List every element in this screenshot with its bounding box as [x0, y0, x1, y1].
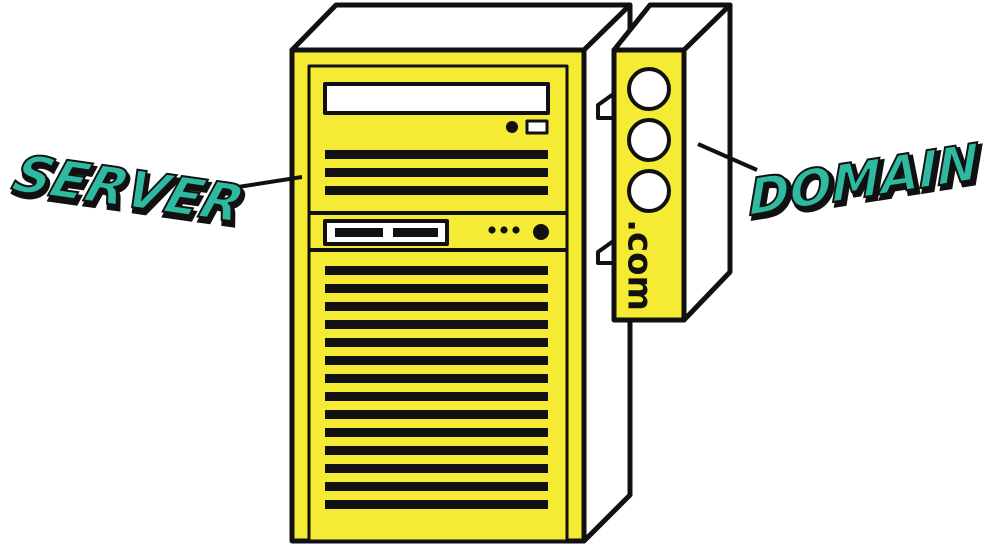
power-led — [506, 121, 518, 133]
vent-slat — [325, 356, 548, 365]
vent-slat — [325, 482, 548, 491]
drive-bay-card — [323, 219, 449, 246]
vent-slat — [325, 338, 548, 347]
indicator-dot-1 — [488, 226, 496, 234]
vent-slat — [325, 302, 548, 311]
vent-slat — [325, 464, 548, 473]
domain-block: .com — [596, 2, 733, 323]
server-label: SERVER SERVER — [5, 143, 255, 241]
domain-tld-text: .com — [620, 219, 660, 311]
vent-slat — [325, 320, 548, 329]
indicator-dot-2 — [500, 226, 508, 234]
indicator-dot-3 — [512, 226, 520, 234]
optical-drive-slot — [323, 82, 550, 115]
vent-slat — [325, 410, 548, 419]
domain-circle-2 — [627, 118, 671, 162]
server-leader-line — [237, 175, 303, 189]
upper-vents — [325, 150, 548, 195]
reset-button — [533, 224, 549, 240]
server-top-face — [289, 2, 633, 53]
domain-side-face — [681, 2, 733, 323]
eject-button — [525, 119, 549, 135]
vent-slat — [325, 500, 548, 509]
domain-leader-line — [697, 142, 758, 172]
vent-slat — [325, 374, 548, 383]
lower-vents — [325, 266, 548, 509]
domain-circle-1 — [627, 67, 671, 111]
drive-slot-right — [393, 228, 438, 237]
server-tower — [289, 2, 633, 544]
drive-slot-left — [335, 228, 383, 237]
vent-slat — [325, 284, 548, 293]
vent-slat — [325, 266, 548, 275]
domain-label: DOMAIN DOMAIN — [747, 131, 984, 233]
vent-slat — [325, 392, 548, 401]
domain-circle-3 — [627, 169, 671, 213]
vent-slat — [325, 446, 548, 455]
vent-slat — [325, 428, 548, 437]
